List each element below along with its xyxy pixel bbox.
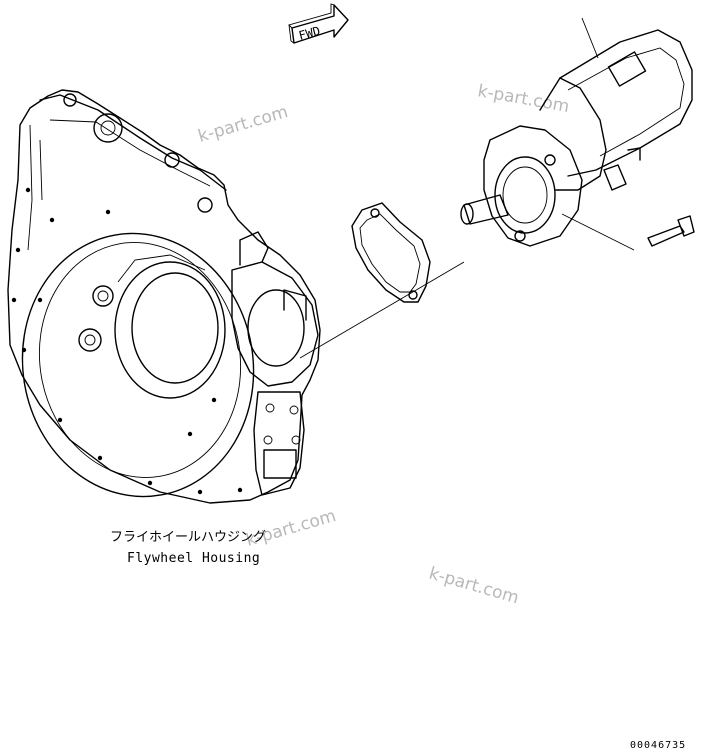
- gasket-drawing: [351, 202, 431, 303]
- housing-label-en: Flywheel Housing: [127, 551, 260, 566]
- housing-label-jp: フライホイールハウジング: [110, 530, 266, 545]
- leader-line-mount: [299, 261, 465, 359]
- watermark-1: k-part.com: [196, 102, 290, 147]
- flywheel-housing-drawing: [7, 89, 321, 504]
- drawing-number: 00046735: [630, 740, 686, 751]
- watermark-2: k-part.com: [476, 81, 571, 117]
- starting-motor-drawing: [460, 29, 695, 247]
- watermark-4: k-part.com: [427, 564, 521, 609]
- leader-line-starter: [581, 17, 599, 59]
- fwd-arrow-icon: FWD: [288, 3, 349, 44]
- fwd-label: FWD: [297, 24, 322, 43]
- leader-line-bolt: [561, 213, 635, 251]
